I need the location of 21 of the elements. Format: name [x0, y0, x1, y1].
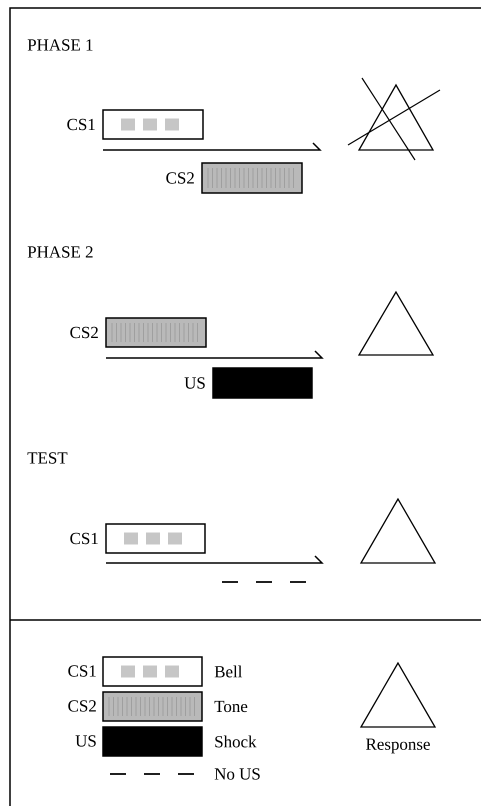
phase-heading: PHASE 2 [28, 246, 93, 258]
stimulus-label: CS2 [70, 326, 98, 338]
stimulus-bar [201, 162, 303, 194]
legend-entry: No US [110, 768, 260, 780]
stimulus-bar [105, 523, 206, 554]
stimulus-label: CS1 [70, 532, 98, 544]
stimulus-label: US [184, 377, 205, 389]
stimulus-label: CS1 [67, 118, 95, 130]
stimulus-bar [212, 367, 313, 399]
legend-entry: Shock [102, 726, 257, 757]
stimulus-bar [105, 317, 207, 348]
stimulus-label: CS2 [68, 700, 96, 712]
triangle-label: Response [366, 738, 430, 754]
stimulus-label: CS2 [166, 172, 194, 184]
stimulus-label: US [76, 735, 96, 747]
stimulus-label: CS1 [68, 665, 96, 677]
legend-entry: Tone [102, 691, 248, 722]
legend-entry: Bell [102, 656, 242, 687]
phase-heading: TEST [28, 452, 68, 464]
phase-heading: PHASE 1 [28, 39, 93, 51]
stimulus-bar [102, 109, 204, 140]
